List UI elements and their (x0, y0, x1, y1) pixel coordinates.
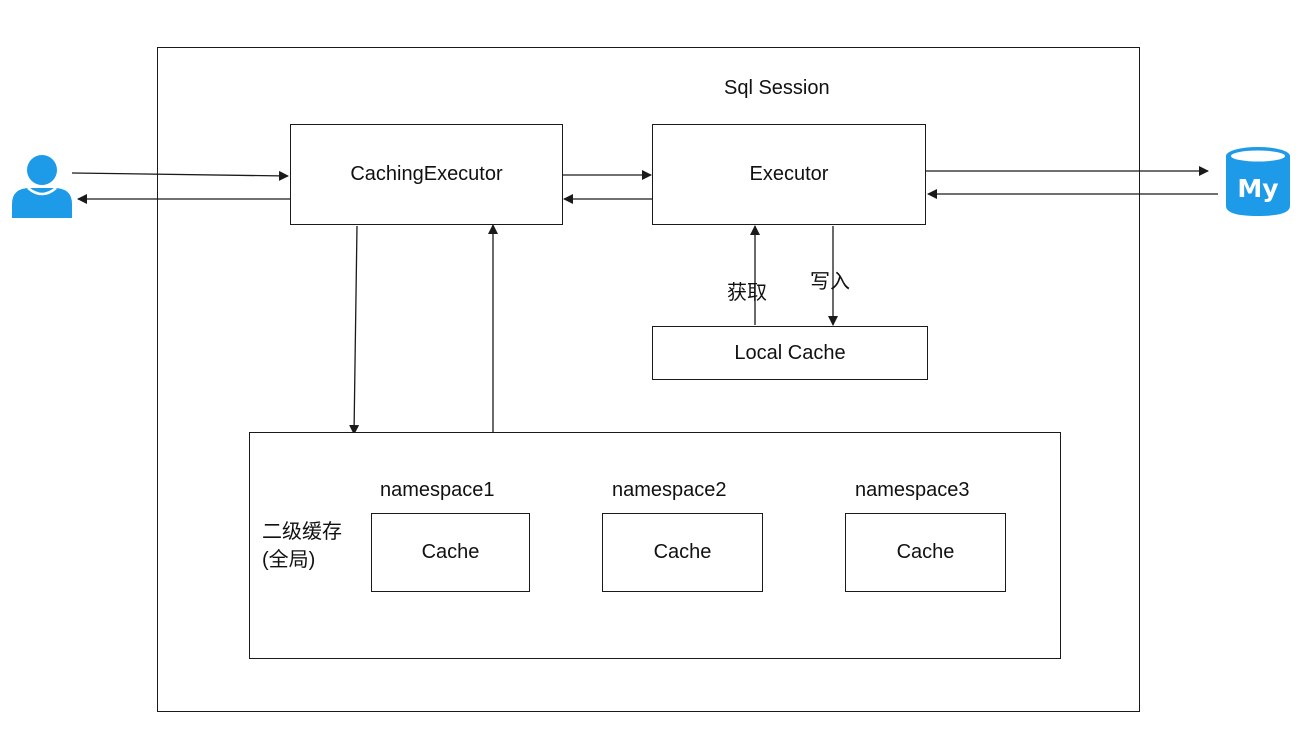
label-get: 获取 (727, 282, 767, 304)
executor-label: Executor (749, 163, 829, 185)
caching-executor-box: CachingExecutor (290, 124, 563, 225)
local-cache-box: Local Cache (652, 326, 928, 380)
caching-executor-label: CachingExecutor (350, 163, 503, 185)
second-level-cache-title-line2: (全局) (262, 549, 316, 571)
namespace-2-cache-box: Cache (602, 513, 763, 592)
namespace-2-cache-label: Cache (653, 541, 712, 563)
local-cache-label: Local Cache (734, 341, 846, 364)
second-level-cache-title-line1: 二级缓存 (262, 521, 342, 543)
label-write: 写入 (810, 271, 850, 293)
sql-session-title: Sql Session (724, 77, 830, 99)
arrow-caching-to-l2cache (349, 225, 360, 435)
user-icon (12, 155, 72, 218)
mysql-logo-text: My (1237, 174, 1278, 203)
mysql-database-icon: My (1226, 147, 1290, 216)
sql-session-frame (157, 47, 1140, 712)
namespace-3-cache-label: Cache (896, 541, 955, 563)
namespace-1-cache-box: Cache (371, 513, 530, 592)
namespace-1-cache-label: Cache (421, 541, 480, 563)
executor-box: Executor (652, 124, 926, 225)
namespace-3-cache-box: Cache (845, 513, 1006, 592)
namespace-3-label: namespace3 (855, 479, 970, 501)
namespace-2-label: namespace2 (612, 479, 727, 501)
second-level-cache-title: 二级缓存 (全局) (262, 518, 342, 574)
arrow-user-to-caching (71, 170, 289, 181)
namespace-1-label: namespace1 (380, 479, 495, 501)
